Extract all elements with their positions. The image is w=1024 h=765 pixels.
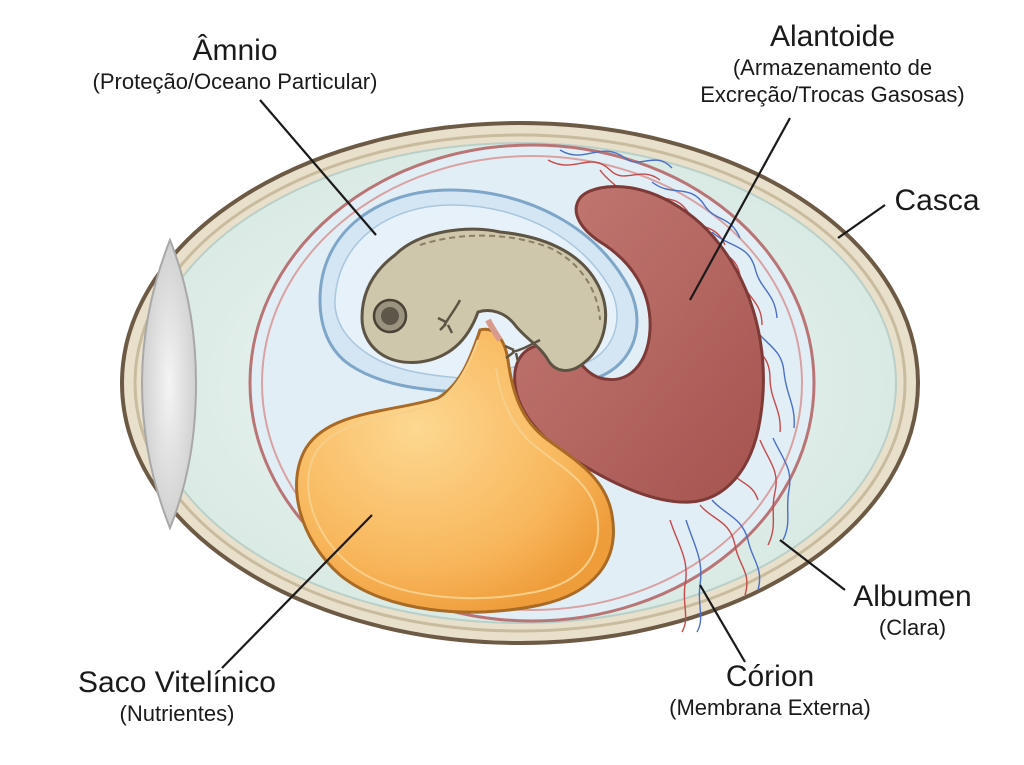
label-casca-title: Casca <box>894 184 980 217</box>
label-albumen: Albumen (Clara) <box>840 580 985 641</box>
label-alantoide-title: Alantoide <box>769 20 896 53</box>
label-amnio: Âmnio (Proteção/Oceano Particular) <box>55 34 415 95</box>
label-alantoide-subtitle-1: (Armazenamento de <box>732 55 933 80</box>
leader-albumen <box>779 539 846 591</box>
label-corion: Córion (Membrana Externa) <box>635 660 905 721</box>
label-saco-vitelinico: Saco Vitelínico (Nutrientes) <box>48 666 306 727</box>
leader-casca <box>837 204 886 239</box>
label-alantoide: Alantoide (Armazenamento de Excreção/Tro… <box>665 20 1000 108</box>
yolk-sac <box>295 327 615 614</box>
leader-saco <box>221 514 373 669</box>
label-amnio-title: Âmnio <box>192 34 278 67</box>
label-amnio-subtitle: (Proteção/Oceano Particular) <box>92 69 378 94</box>
leader-amnio <box>259 99 377 236</box>
leader-alantoide <box>689 117 791 301</box>
leader-lines <box>221 99 886 669</box>
label-corion-subtitle: (Membrana Externa) <box>669 695 871 720</box>
allantois <box>513 185 765 504</box>
label-alantoide-subtitle-2: Excreção/Trocas Gasosas) <box>700 82 965 107</box>
air-cell <box>140 237 198 531</box>
label-corion-title: Córion <box>725 660 815 693</box>
leader-corion <box>699 584 746 663</box>
label-albumen-subtitle: (Clara) <box>878 615 947 640</box>
label-albumen-title: Albumen <box>853 580 972 613</box>
embryo <box>360 227 608 372</box>
label-saco-title: Saco Vitelínico <box>78 666 276 699</box>
label-saco-subtitle: (Nutrientes) <box>119 701 235 726</box>
label-casca: Casca <box>882 184 992 218</box>
